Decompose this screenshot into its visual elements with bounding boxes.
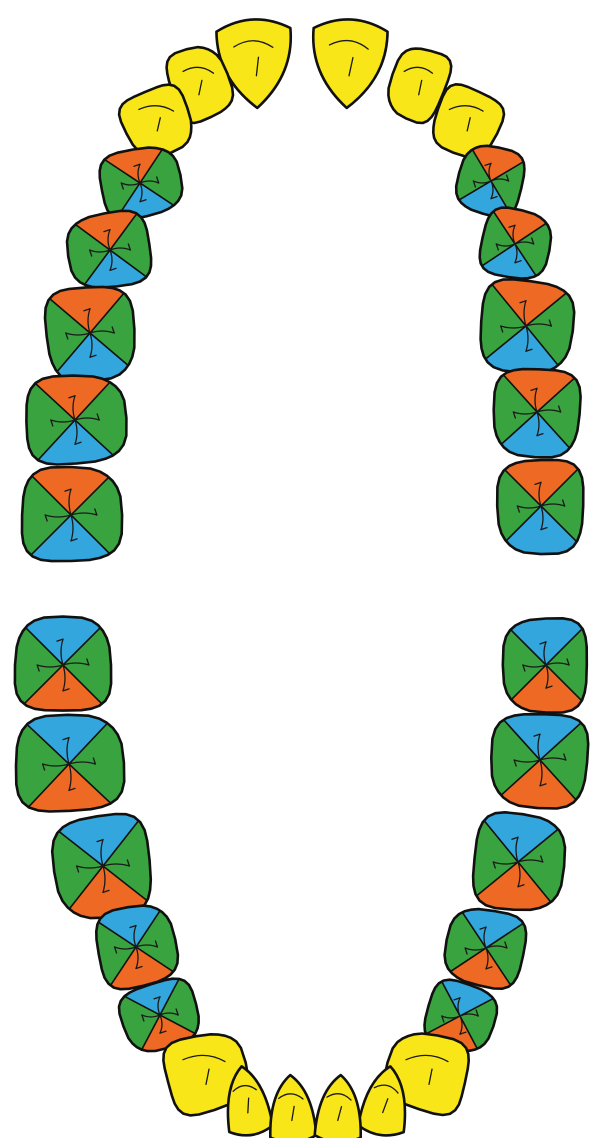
- dental-arch-diagram: [0, 0, 591, 1138]
